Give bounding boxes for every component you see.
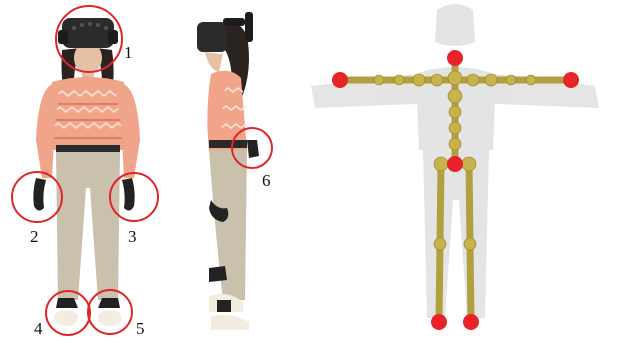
front-view-figure — [0, 0, 175, 343]
marker-label-6: 6 — [262, 172, 271, 189]
side-view-photo: 6 — [175, 0, 295, 343]
belt — [56, 145, 120, 153]
avatar-skeleton-render — [295, 0, 619, 343]
sweater — [48, 77, 128, 150]
marker-label-4: 4 — [34, 320, 43, 337]
pants — [56, 152, 120, 300]
tracked-joint-left-hand — [332, 72, 348, 88]
marker-label-5: 5 — [136, 320, 145, 337]
tracked-joint-head — [447, 50, 463, 66]
side-view-figure — [175, 0, 295, 343]
avatar-skeleton-icon — [295, 0, 619, 343]
front-view-photo: 1 2 3 4 5 — [0, 0, 175, 343]
marker-label-1: 1 — [124, 44, 133, 61]
waist-tracker-icon — [247, 140, 259, 158]
tracked-joint-right-hand — [563, 72, 579, 88]
tracked-joint-left-foot — [431, 314, 447, 330]
marker-label-2: 2 — [30, 228, 39, 245]
tracked-joint-waist — [447, 156, 463, 172]
vr-headset-icon — [58, 18, 118, 48]
marker-label-3: 3 — [128, 228, 137, 245]
tracked-joint-right-foot — [463, 314, 479, 330]
